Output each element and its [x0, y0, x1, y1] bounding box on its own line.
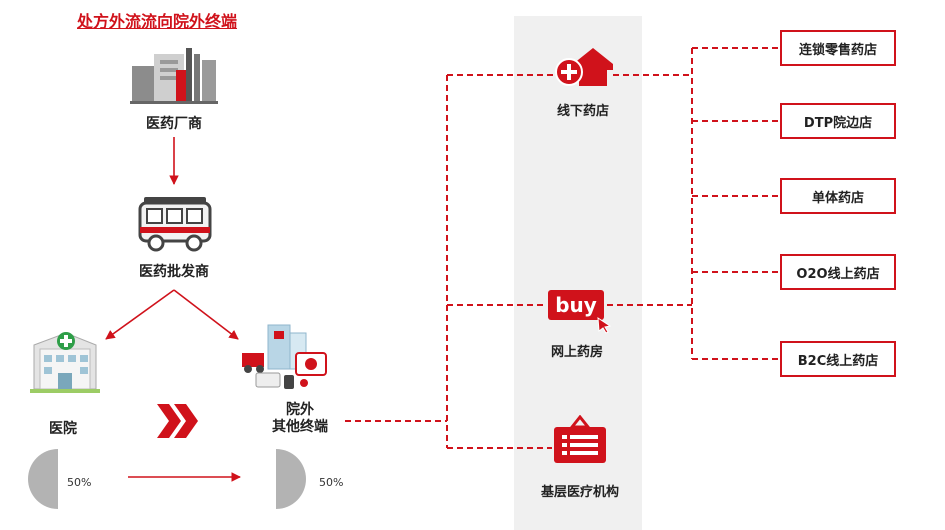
primary-care-label: 基层医疗机构 — [540, 485, 620, 500]
outside-terminal-label-line2: 其他终端 — [272, 419, 328, 435]
manufacturer-label: 医药厂商 — [146, 116, 202, 132]
hospital-icon — [30, 332, 100, 393]
terminal-b2c-pharmacy: B2C线上药店 — [780, 341, 896, 377]
double-chevron-icon — [157, 404, 198, 438]
offline-pharmacy-label: 线下药店 — [556, 104, 610, 119]
outside-percent: 50% — [319, 476, 344, 489]
hospital-share-halfcircle — [28, 449, 58, 509]
outside-terminal-label-line1: 院外 — [286, 402, 314, 418]
clipboard-list-icon — [554, 415, 606, 463]
cursor-icon — [597, 317, 612, 334]
terminal-chain-pharmacy: 连锁零售药店 — [780, 30, 896, 66]
terminal-dtp-store: DTP院边店 — [780, 103, 896, 139]
wholesaler-label: 医药批发商 — [139, 264, 209, 280]
outside-share-halfcircle — [276, 449, 306, 509]
online-pharmacy-label: 网上药房 — [550, 345, 604, 360]
arrow-wholesaler-to-hospital — [105, 289, 175, 340]
terminal-o2o-pharmacy: O2O线上药店 — [780, 254, 896, 290]
outside-terminal-icon — [242, 324, 327, 389]
bus-icon — [138, 197, 212, 252]
hospital-percent: 50% — [67, 476, 92, 489]
buy-badge: buy — [548, 290, 604, 320]
terminal-single-pharmacy: 单体药店 — [780, 178, 896, 214]
page-title: 处方外流流向院外终端 — [77, 12, 238, 31]
pharmacy-house-icon — [555, 48, 613, 86]
factory-icon — [130, 48, 218, 104]
outside-terminal-label: 院外 其他终端 — [272, 402, 328, 436]
hospital-label: 医院 — [49, 421, 77, 437]
arrow-wholesaler-to-outside — [173, 289, 239, 340]
